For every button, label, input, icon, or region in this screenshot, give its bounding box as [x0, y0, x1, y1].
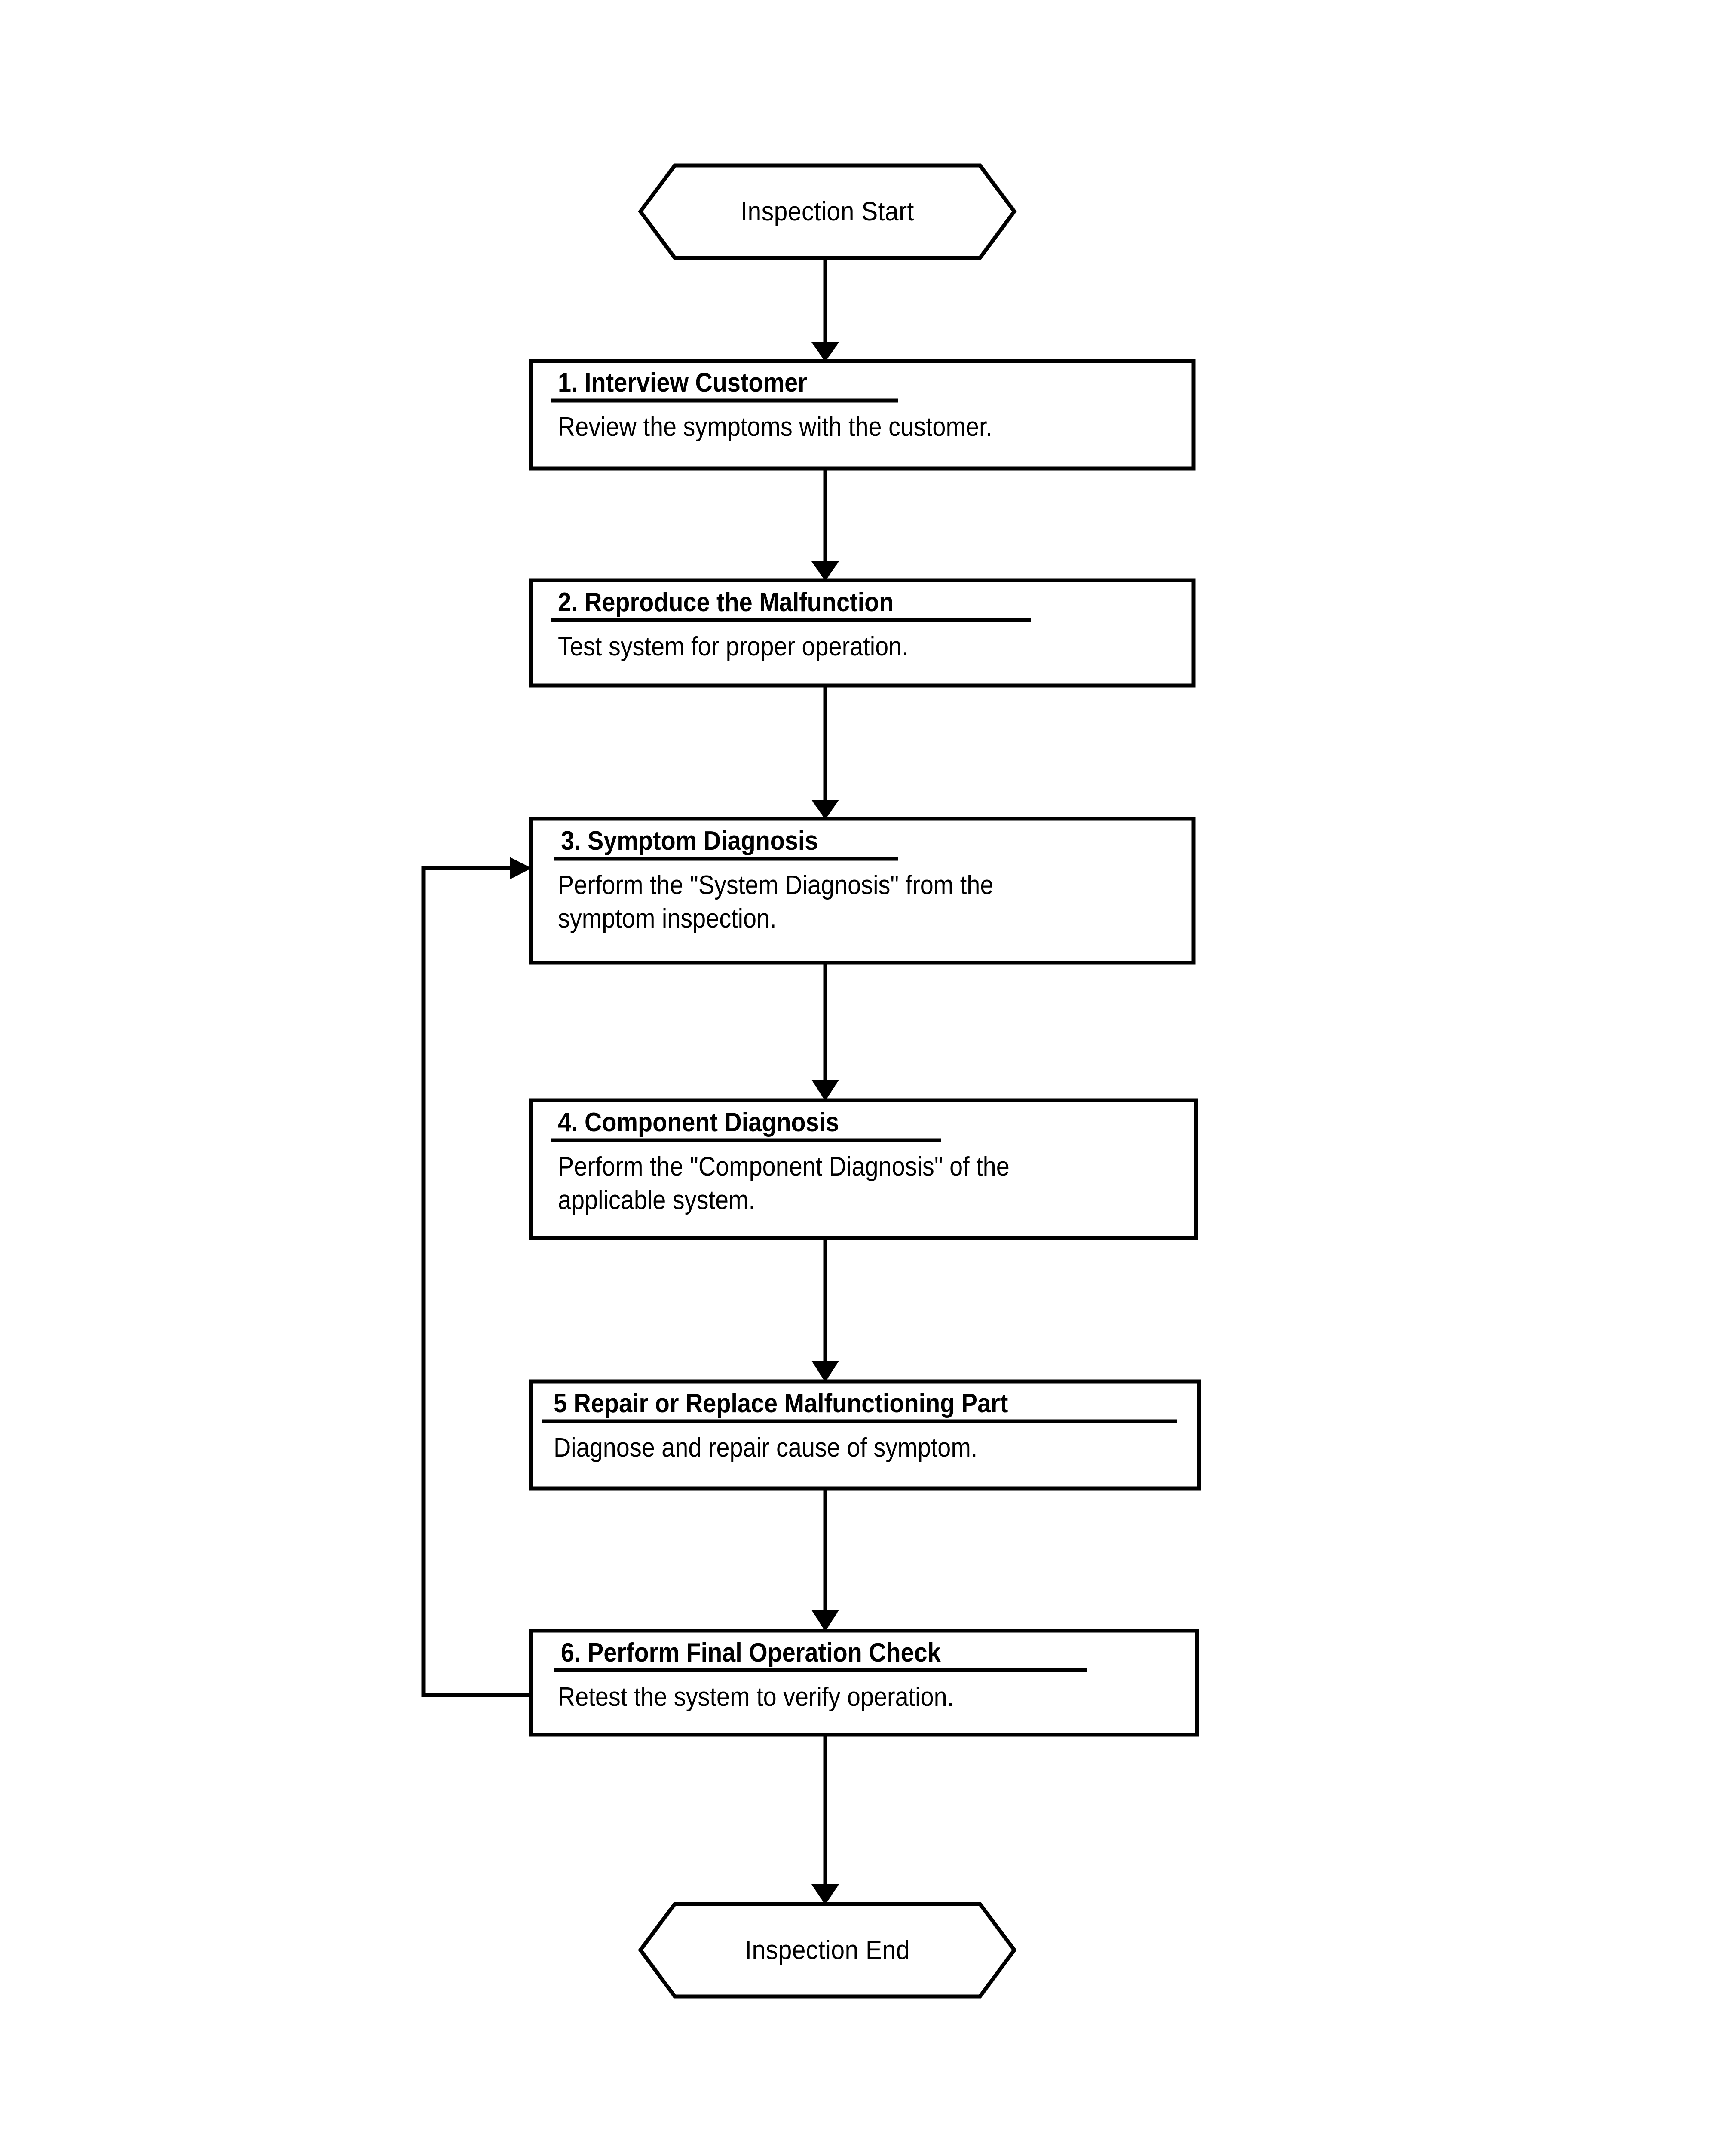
- step-1-heading: 1. Interview Customer: [558, 368, 807, 398]
- step-3-heading: 3. Symptom Diagnosis: [561, 826, 818, 856]
- step-5-heading: 5 Repair or Replace Malfunctioning Part: [554, 1389, 1008, 1418]
- connector-start-to-step-1: [811, 258, 839, 362]
- connector-step-3-to-step-4: [811, 963, 839, 1101]
- start-terminator-shape: [638, 163, 1017, 260]
- step-6-box: [529, 1629, 1199, 1737]
- step-2-heading: 2. Reproduce the Malfunction: [558, 588, 894, 617]
- step-6-heading: 6. Perform Final Operation Check: [561, 1638, 941, 1668]
- step-2-box: [529, 578, 1196, 688]
- connector-step-2-to-step-3: [811, 686, 839, 820]
- step-4-body-line-1: Perform the "Component Diagnosis" of the: [558, 1152, 1010, 1182]
- end-terminator-label: Inspection End: [745, 1935, 910, 1965]
- connector-step-6-to-end: [811, 1735, 839, 1905]
- connector-step-4-to-step-5: [811, 1238, 839, 1382]
- connector-feedback-step-6-to-step-3: [421, 857, 532, 1697]
- step-3-box: [529, 817, 1196, 965]
- step-3-body-line-2: symptom inspection.: [558, 904, 777, 934]
- connector-step-5-to-step-6: [811, 1488, 839, 1632]
- step-4-box: [529, 1098, 1198, 1240]
- step-5-body: Diagnose and repair cause of symptom.: [554, 1433, 978, 1463]
- step-5-box: [529, 1379, 1201, 1491]
- step-6-body: Retest the system to verify operation.: [558, 1682, 954, 1712]
- step-4-heading: 4. Component Diagnosis: [558, 1108, 839, 1137]
- end-terminator-shape: [638, 1902, 1017, 1999]
- start-terminator-label: Inspection Start: [741, 197, 914, 227]
- step-1-box: [529, 359, 1196, 471]
- step-3-body-line-1: Perform the "System Diagnosis" from the: [558, 870, 994, 900]
- connector-step-1-to-step-2: [811, 468, 839, 581]
- step-1-body: Review the symptoms with the customer.: [558, 412, 992, 442]
- step-2-body: Test system for proper operation.: [558, 632, 909, 661]
- step-4-body-line-2: applicable system.: [558, 1185, 756, 1215]
